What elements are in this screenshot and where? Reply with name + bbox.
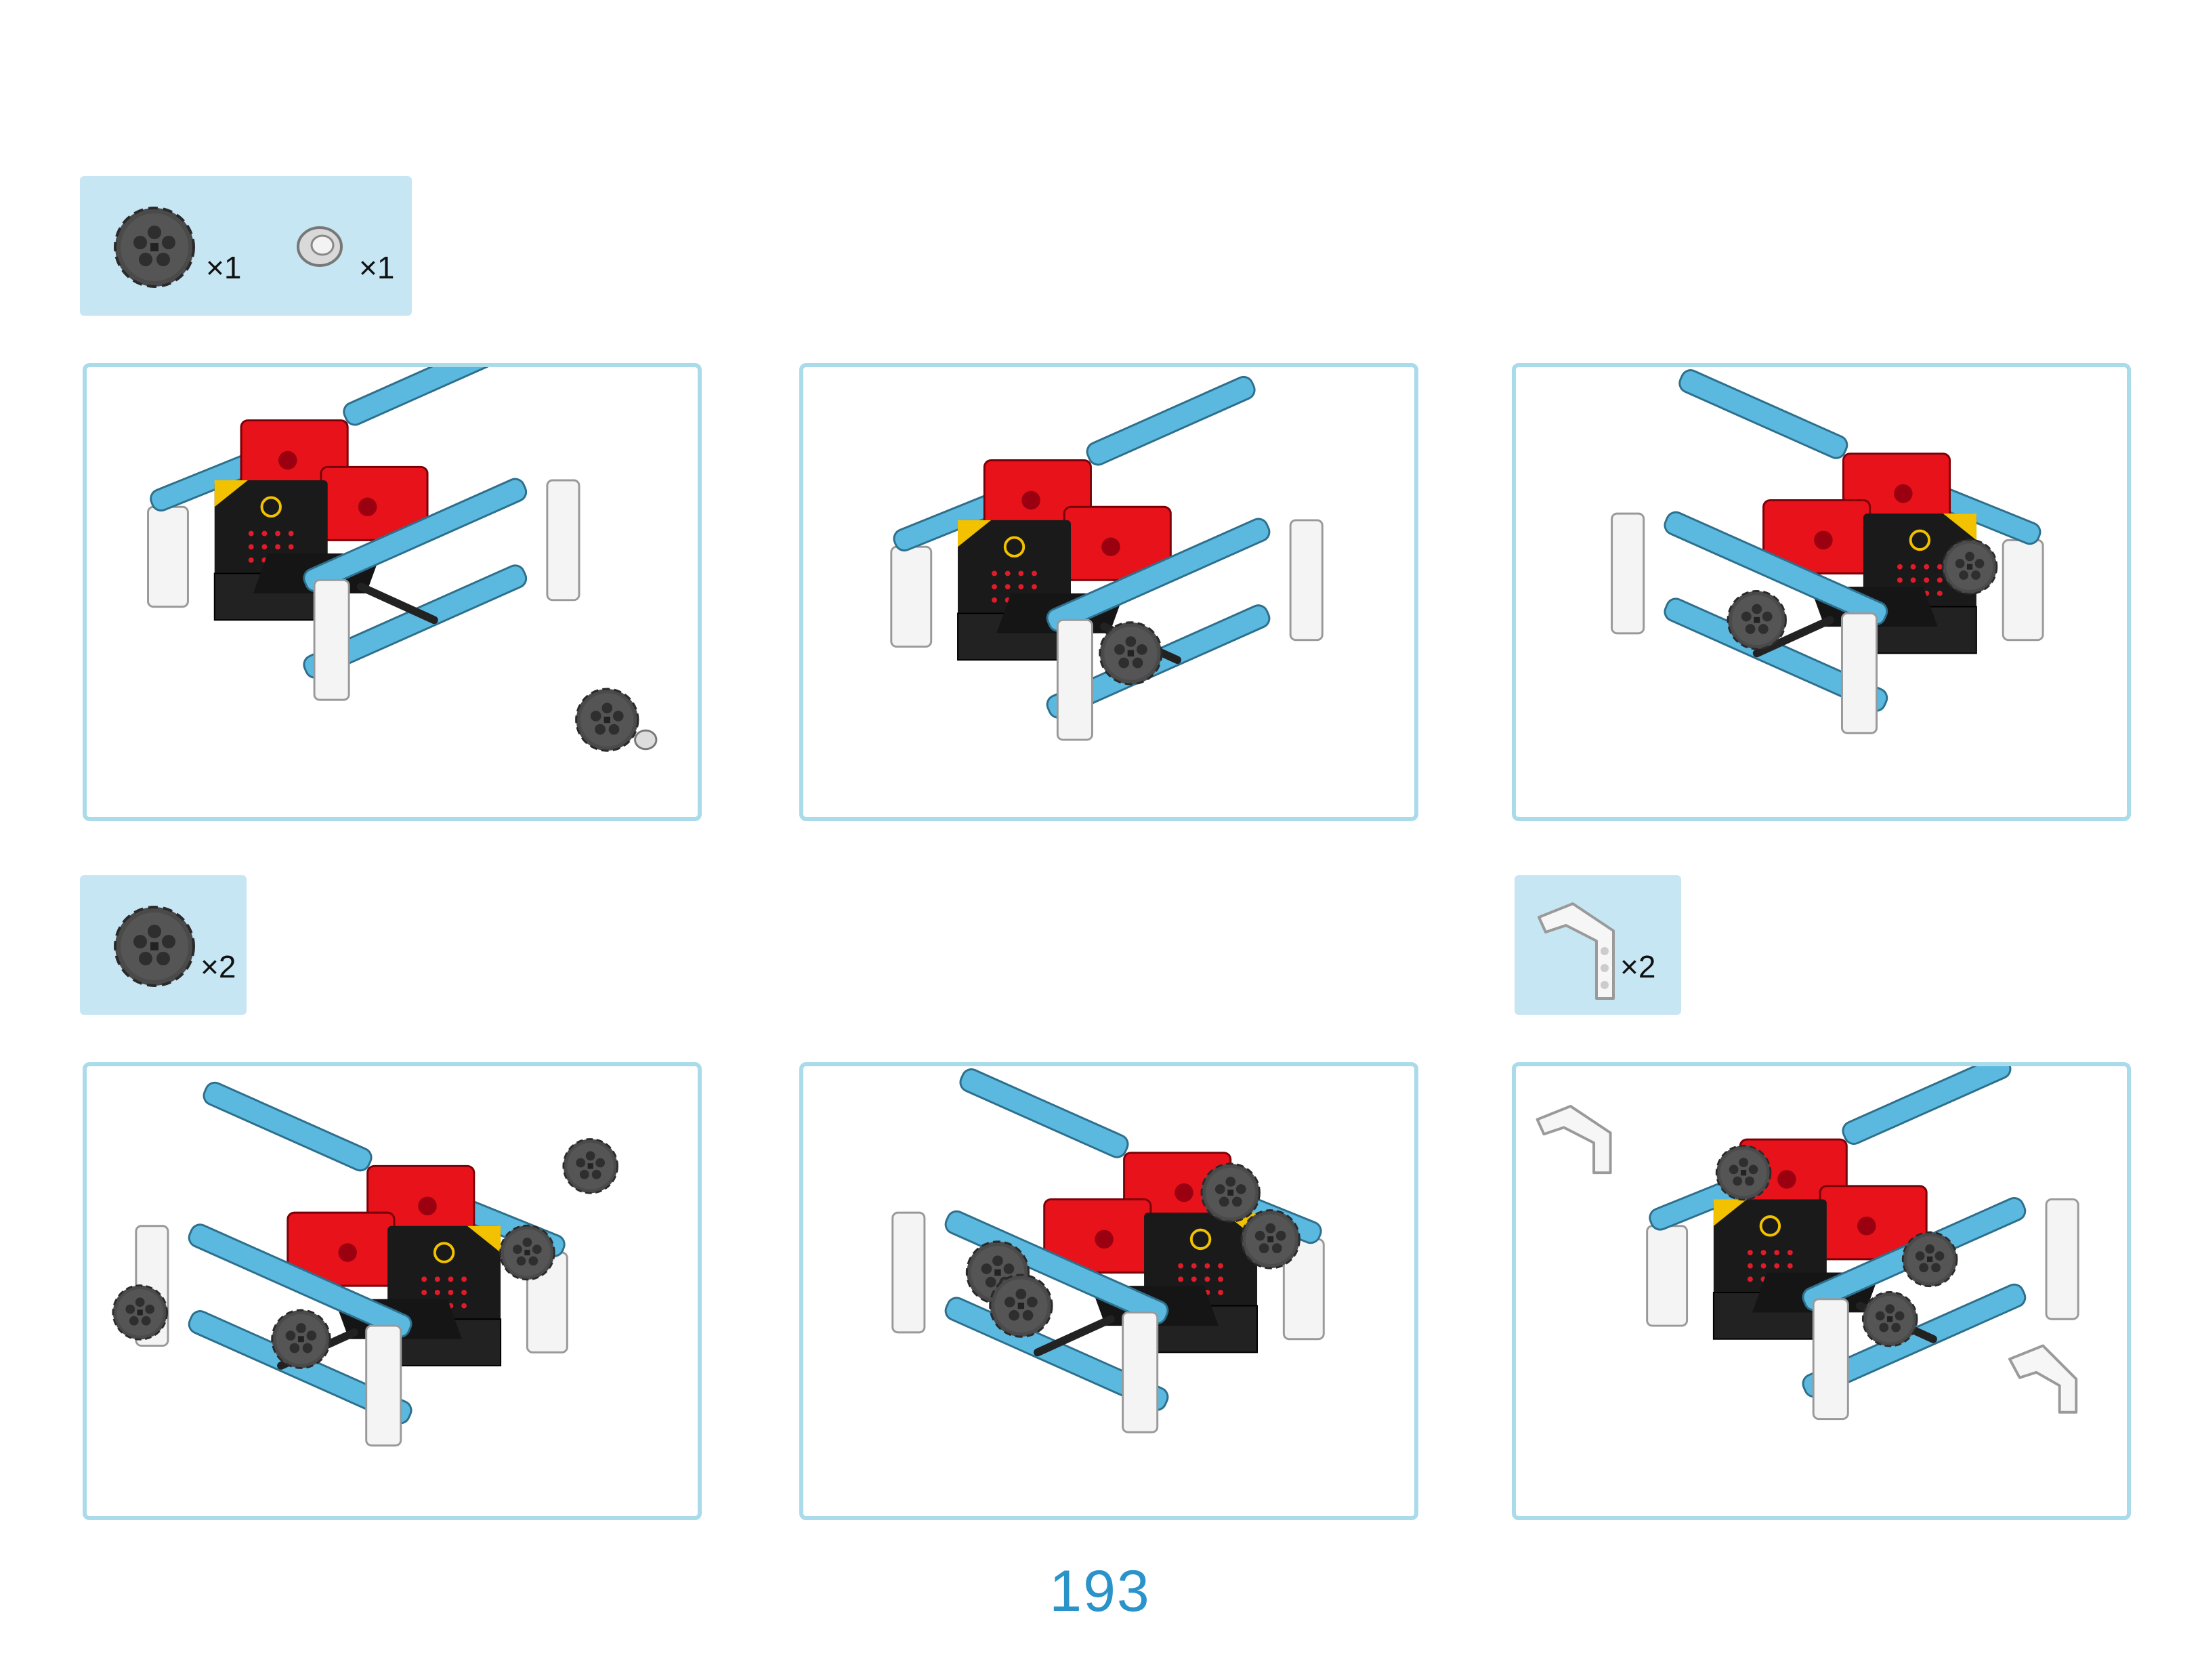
- gear-icon: [114, 207, 195, 288]
- step-panel-3: [1512, 363, 2131, 821]
- parts-list-2: ×2: [80, 875, 247, 1015]
- bushing-icon: [297, 226, 343, 267]
- step-panel-2: [799, 363, 1418, 821]
- step-2-illustration: [803, 367, 1414, 817]
- step-5-illustration: [803, 1066, 1414, 1516]
- parts-list-1: ×1 ×1: [80, 176, 412, 316]
- step-4-illustration: [112, 1066, 618, 1516]
- bushing-quantity: ×1: [359, 250, 395, 285]
- gear-quantity: ×2: [200, 949, 236, 984]
- step-panel-4: [83, 1062, 702, 1520]
- step-1-illustration: [87, 367, 658, 752]
- angled-beam-icon: [1538, 902, 1615, 1000]
- step-3-illustration: [1516, 367, 2127, 817]
- beam-quantity: ×2: [1620, 949, 1656, 984]
- step-6-illustration: [1536, 1066, 2127, 1516]
- step-panel-5: [799, 1062, 1418, 1520]
- step-panel-6: [1512, 1062, 2131, 1520]
- gear-icon: [114, 906, 195, 987]
- gear-quantity: ×1: [206, 250, 242, 285]
- step-panel-1: [83, 363, 702, 821]
- page-number: 193: [1049, 1559, 1151, 1624]
- parts-list-3: ×2: [1515, 875, 1681, 1015]
